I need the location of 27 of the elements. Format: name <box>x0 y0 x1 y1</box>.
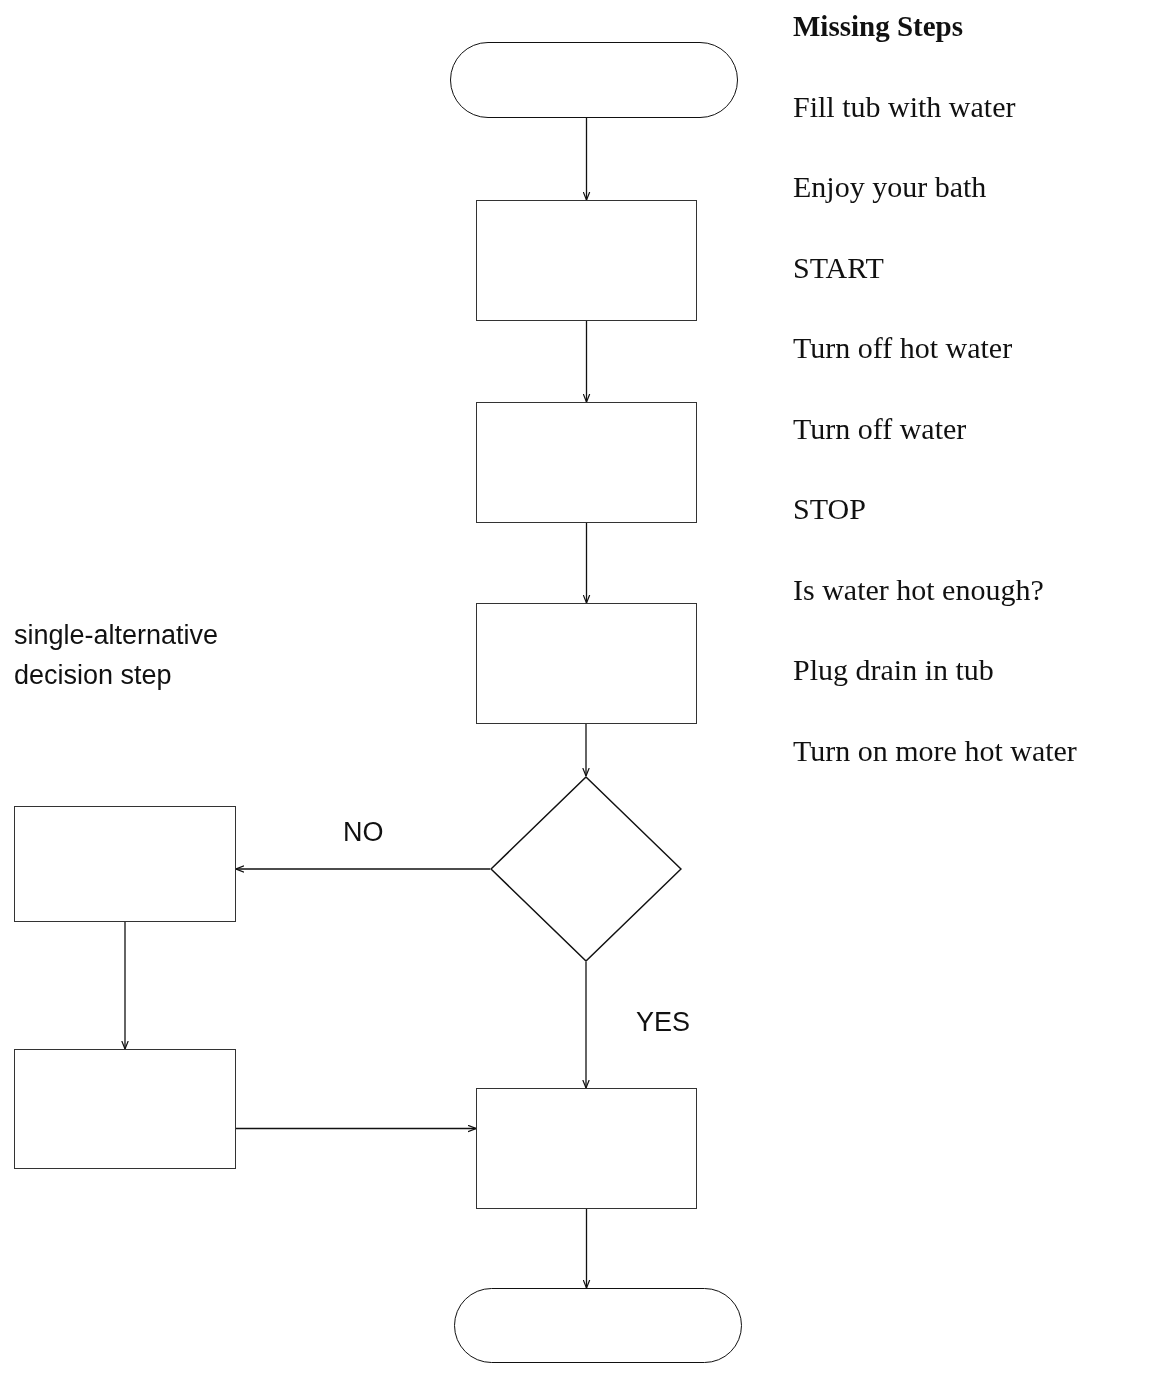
arrow <box>582 723 590 777</box>
process-box <box>476 603 697 724</box>
list-item: START <box>793 251 884 285</box>
process-box <box>14 1049 236 1169</box>
decision-diamond <box>490 776 682 962</box>
list-item: Plug drain in tub <box>793 653 994 687</box>
list-heading: Missing Steps <box>793 10 963 43</box>
arrow <box>582 117 591 201</box>
arrow <box>582 320 591 403</box>
process-box <box>14 806 236 922</box>
arrow <box>582 522 591 604</box>
arrow <box>235 865 491 873</box>
process-box <box>476 1088 697 1209</box>
process-box <box>476 402 697 523</box>
list-item: STOP <box>793 492 866 526</box>
list-item: Enjoy your bath <box>793 170 987 204</box>
arrow <box>121 921 129 1050</box>
annotation-text: single-alternative decision step <box>14 619 220 692</box>
list-item: Turn off water <box>793 412 967 446</box>
list-item: Fill tub with water <box>793 90 1016 124</box>
arrow <box>235 1124 477 1133</box>
arrow <box>582 961 590 1089</box>
list-item: Is water hot enough? <box>793 573 1044 607</box>
list-item: Turn on more hot water <box>793 734 1077 768</box>
list-item: Turn off hot water <box>793 331 1013 365</box>
arrow <box>582 1208 591 1289</box>
process-box <box>476 200 697 321</box>
